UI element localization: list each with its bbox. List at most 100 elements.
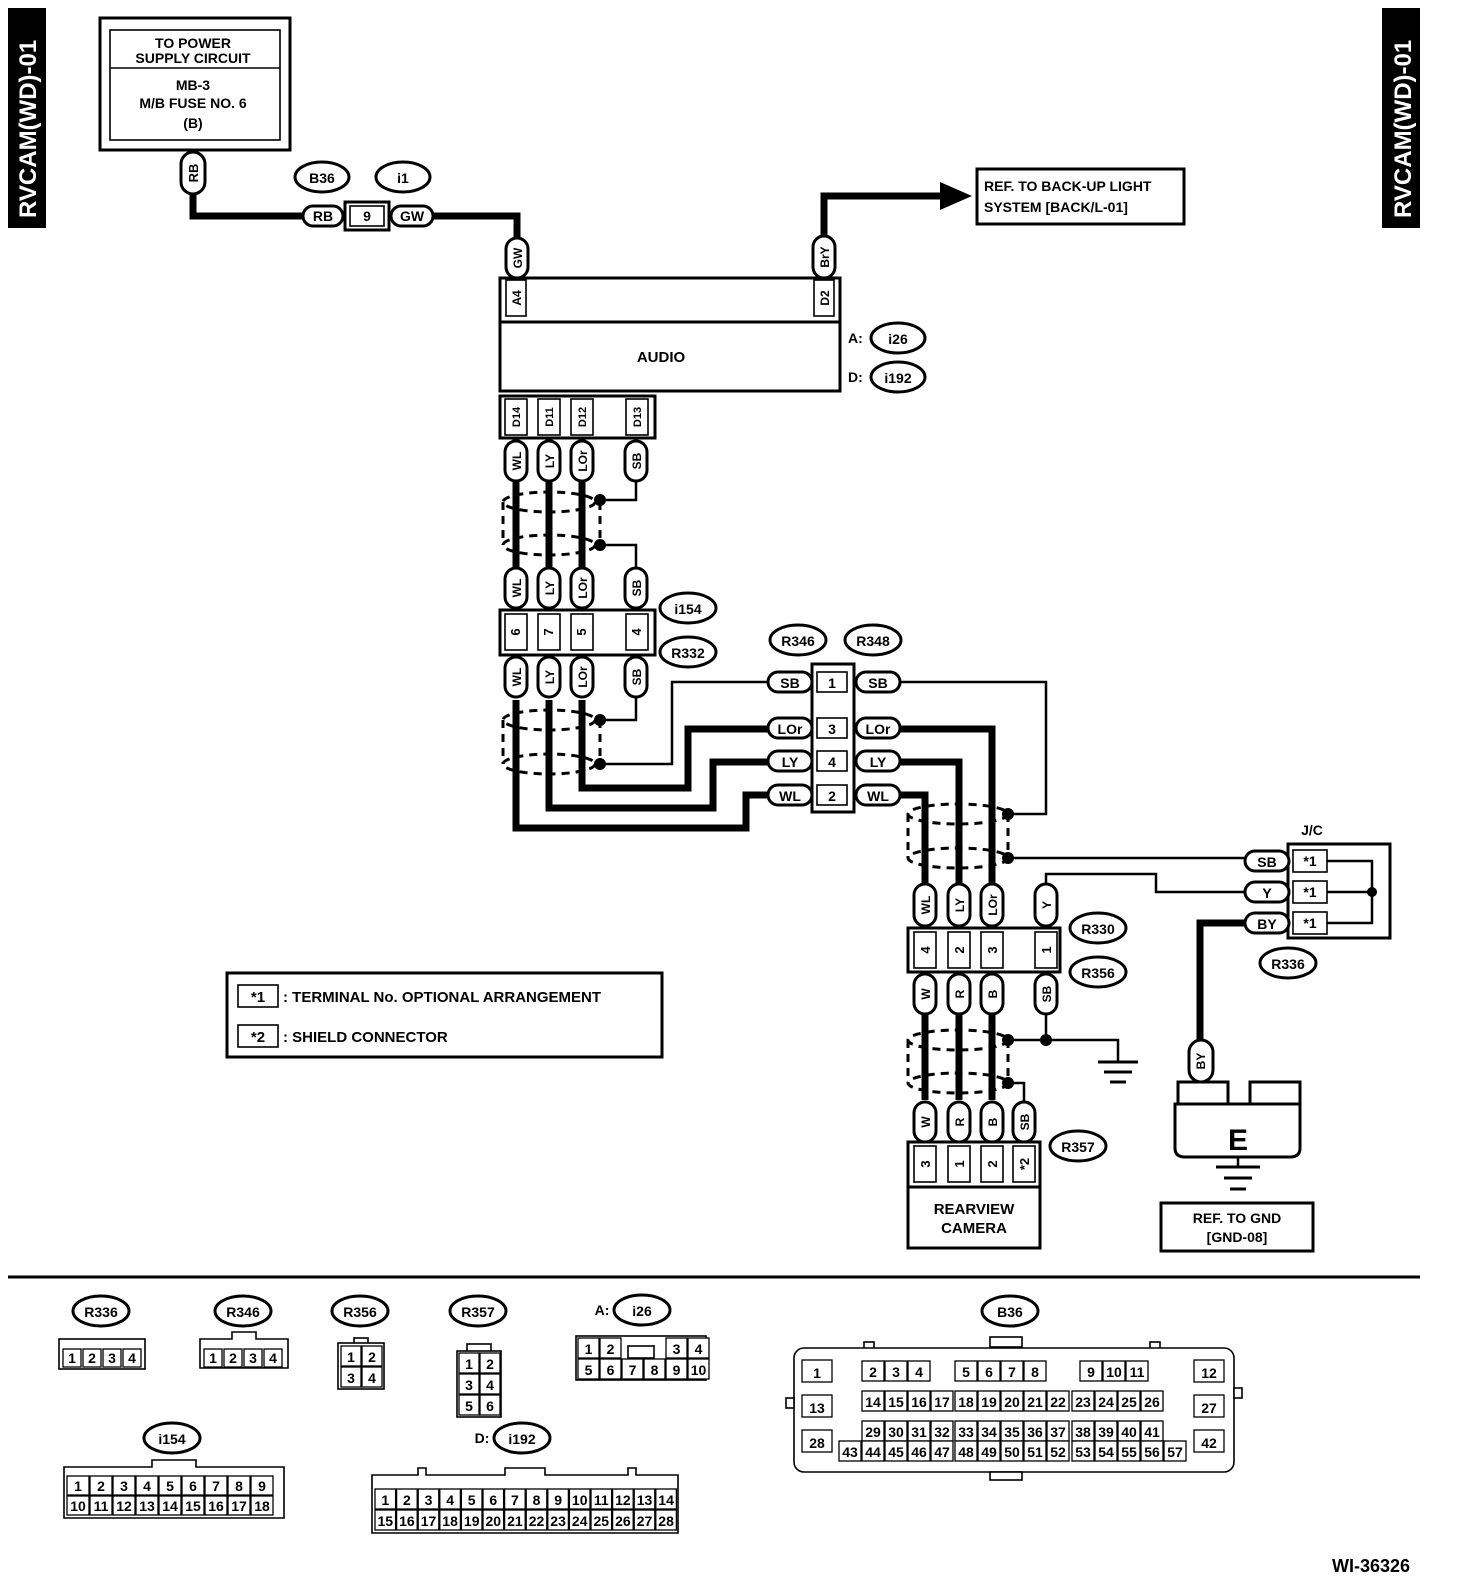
svg-text:E: E <box>1228 1124 1248 1157</box>
svg-text:LY: LY <box>953 898 967 912</box>
pin-cell <box>66 1475 90 1496</box>
pin-label: 11 <box>1130 1364 1145 1380</box>
svg-text:A:: A: <box>848 330 863 346</box>
pin-label: 2 <box>88 1350 96 1366</box>
svg-text:LOr: LOr <box>866 721 891 737</box>
svg-text:R356: R356 <box>1081 965 1115 981</box>
pin-cell <box>374 1488 397 1510</box>
svg-text:LOr: LOr <box>778 721 803 737</box>
pin-cell <box>861 1390 885 1412</box>
pin-label: 4 <box>269 1350 277 1366</box>
svg-text:R346: R346 <box>781 633 815 649</box>
svg-text:LY: LY <box>543 454 557 468</box>
svg-text:LOr: LOr <box>576 577 590 599</box>
conn-id-r330 <box>1068 911 1128 945</box>
pin-cell <box>801 1394 833 1418</box>
pin-label: 16 <box>911 1394 927 1410</box>
pin-label: 26 <box>615 1513 631 1529</box>
svg-text:D11: D11 <box>544 407 556 427</box>
pin-label: 7 <box>212 1478 220 1494</box>
svg-text:RVCAM(WD)-01: RVCAM(WD)-01 <box>15 40 42 218</box>
i154-r332-connector: 6 7 5 4 i154 R332 <box>498 591 718 669</box>
conn-id-r357 <box>1048 1129 1108 1163</box>
pin-label: 4 <box>486 1377 494 1393</box>
pin-cell <box>503 1488 526 1510</box>
pin-cell <box>633 1488 656 1510</box>
pin-label: 43 <box>842 1444 858 1460</box>
pin-cell <box>458 1373 480 1395</box>
svg-text:WL: WL <box>919 896 933 915</box>
svg-text:R332: R332 <box>671 645 705 661</box>
svg-text:A4: A4 <box>510 290 524 306</box>
pin-label: 12 <box>116 1498 132 1514</box>
pin-cell <box>954 1390 978 1412</box>
pin-cell <box>340 1366 362 1388</box>
pin-cell <box>158 1495 182 1516</box>
pin-label: 10 <box>1106 1364 1122 1380</box>
svg-text:SB: SB <box>1040 985 1054 1002</box>
pin-label: 21 <box>507 1513 523 1529</box>
svg-text:R357: R357 <box>461 1304 495 1320</box>
svg-text:SB: SB <box>1018 1113 1032 1130</box>
pin-label: 32 <box>934 1424 950 1440</box>
pin-label: 30 <box>888 1424 904 1440</box>
pin-label: 4 <box>143 1478 151 1494</box>
pin-cell <box>250 1475 274 1496</box>
pin-label: 15 <box>888 1394 904 1410</box>
pin-label: 7 <box>1008 1364 1016 1380</box>
pin-label: 24 <box>1098 1394 1114 1410</box>
face-badge-r356 <box>330 1294 390 1328</box>
svg-text:R346: R346 <box>226 1304 260 1320</box>
pin-label: 1 <box>74 1478 82 1494</box>
pin-label: 10 <box>70 1498 86 1514</box>
svg-text:R336: R336 <box>1271 956 1305 972</box>
pin-label: 22 <box>529 1513 545 1529</box>
svg-text:2: 2 <box>952 946 967 953</box>
pin-label: 25 <box>1121 1394 1137 1410</box>
pin-cell <box>907 1360 931 1382</box>
pin-cell <box>1193 1429 1225 1453</box>
pin-cell <box>977 1390 1001 1412</box>
pin-label: 55 <box>1121 1444 1137 1460</box>
pin-label: 18 <box>958 1394 974 1410</box>
pin-label: 49 <box>981 1444 997 1460</box>
svg-text:*1: *1 <box>251 989 265 1006</box>
pin-cell <box>66 1495 90 1516</box>
pin-label: 57 <box>1167 1444 1183 1460</box>
pin-cell <box>1023 1440 1047 1462</box>
rearview-camera: 3 1 2 *2 REARVIEW CAMERA R357 <box>906 1129 1108 1250</box>
pin-label: 18 <box>254 1498 270 1514</box>
pin-label: 5 <box>962 1364 970 1380</box>
pin-cell <box>135 1495 159 1516</box>
pin-cell <box>340 1345 362 1367</box>
pin-label: 17 <box>934 1394 950 1410</box>
svg-text:3: 3 <box>828 721 836 737</box>
svg-text:LOr: LOr <box>986 894 1000 916</box>
pin-cell <box>525 1509 548 1531</box>
pin-cell <box>482 1509 505 1531</box>
wire-label-bry: BrY <box>811 234 837 280</box>
svg-text:WL: WL <box>779 788 801 804</box>
pin-cell <box>479 1352 501 1374</box>
pin-label: 11 <box>94 1498 109 1514</box>
pin-cell <box>204 1495 228 1516</box>
svg-text:D12: D12 <box>577 407 589 427</box>
pin-label: 9 <box>554 1492 562 1508</box>
svg-text:W: W <box>919 1116 933 1128</box>
pin-label: 5 <box>468 1492 476 1508</box>
pin-cell <box>884 1390 908 1412</box>
pin-label: 3 <box>465 1377 473 1393</box>
svg-text:J/C: J/C <box>1301 822 1323 838</box>
pin-cell <box>439 1488 462 1510</box>
wire-labels-lower: WL LY LOr SB <box>503 655 649 699</box>
pin-label: 8 <box>651 1362 659 1378</box>
pin-cell <box>227 1495 251 1516</box>
pin-cell <box>1094 1440 1118 1462</box>
pin-label: 31 <box>911 1424 927 1440</box>
pin-label: 13 <box>809 1400 825 1416</box>
pin-cell <box>1079 1360 1103 1382</box>
svg-text:SB: SB <box>630 668 644 685</box>
svg-text:D:: D: <box>848 369 863 385</box>
pin-label: 19 <box>464 1513 480 1529</box>
pin-label: 2 <box>97 1478 105 1494</box>
